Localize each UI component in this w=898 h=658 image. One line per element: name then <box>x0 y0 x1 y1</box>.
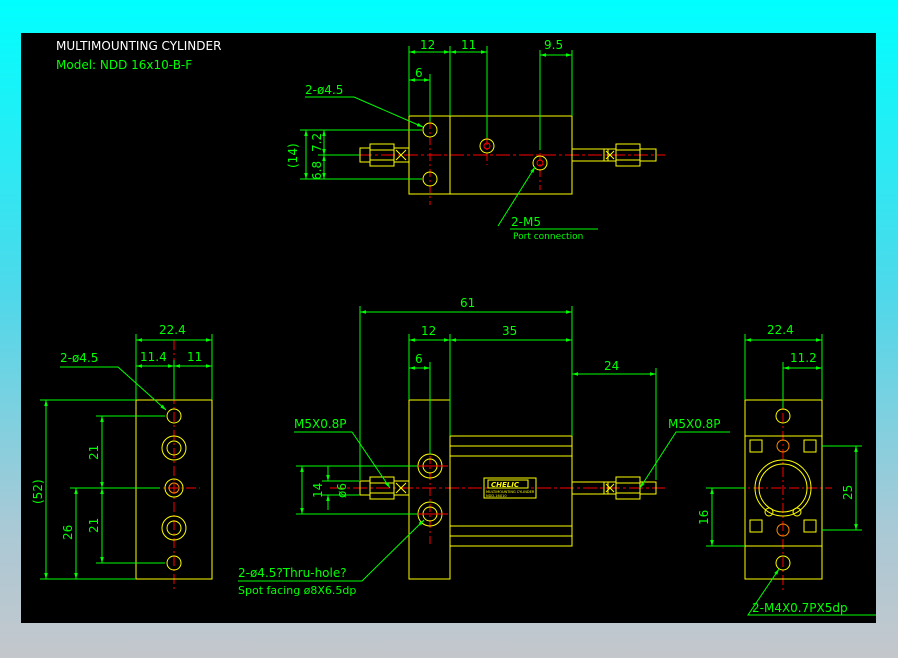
top-hole-note: 2-ø4.5 <box>305 83 343 97</box>
cad-drawing: MULTIMOUNTING CYLINDER Model: NDD 16x10-… <box>31 38 876 616</box>
right-dim-16: 16 <box>697 510 711 525</box>
left-dim-52: (52) <box>31 479 45 504</box>
top-dim-9-5: 9.5 <box>544 38 563 52</box>
front-dim-12: 12 <box>421 324 436 338</box>
front-spot-note: Spot facing ø8X6.5dp <box>238 584 356 597</box>
front-dim-35: 35 <box>502 324 517 338</box>
front-dim-61: 61 <box>460 296 475 310</box>
left-dim-21-lower: 21 <box>87 518 101 533</box>
label-line-1: MULTIMOUNTING CYLINDER <box>486 490 535 494</box>
left-dim-26: 26 <box>61 525 75 540</box>
label-line-2: NDD-16X10 <box>486 494 507 498</box>
front-thread-right: M5X0.8P <box>668 417 721 431</box>
top-view: 12 11 9.5 6 2-ø4.5 (14) 6.8 7.2 2-M5 Por… <box>286 38 665 242</box>
top-dim-6-8: 6.8 <box>310 161 324 180</box>
right-thread-note: 2-M4X0.7PX5dp <box>752 601 848 615</box>
top-port-note: 2-M5 <box>511 215 541 229</box>
left-dim-22-4: 22.4 <box>159 323 186 337</box>
top-dim-12: 12 <box>420 38 435 52</box>
front-dim-14: 14 <box>311 483 325 498</box>
drawing-title: MULTIMOUNTING CYLINDER <box>56 39 221 53</box>
front-dim-24: 24 <box>604 359 619 373</box>
front-dim-6: 6 <box>415 352 423 366</box>
left-hole-note: 2-ø4.5 <box>60 351 98 365</box>
front-view: CHELIC MULTIMOUNTING CYLINDER NDD-16X10 <box>238 296 730 597</box>
right-dim-11-2: 11.2 <box>790 351 817 365</box>
front-dim-d6: ø6 <box>335 483 349 498</box>
left-view: 22.4 11.4 11 2-ø4.5 (52) 26 21 21 <box>31 323 213 590</box>
model-label: Model: NDD 16x10-B-F <box>56 58 192 72</box>
top-dim-14: (14) <box>286 143 300 168</box>
front-hole-note: 2-ø4.5?Thru-hole? <box>238 566 347 580</box>
left-dim-11: 11 <box>187 350 202 364</box>
top-port-desc: Port connection <box>513 232 583 242</box>
drawing-sheet: MULTIMOUNTING CYLINDER Model: NDD 16x10-… <box>21 33 876 623</box>
left-dim-11-4: 11.4 <box>140 350 167 364</box>
right-view: 22.4 11.2 25 16 2-M4X0.7PX5dp <box>697 323 876 616</box>
top-dim-6: 6 <box>415 66 423 80</box>
top-dim-7-2: 7.2 <box>310 133 324 152</box>
front-thread-left: M5X0.8P <box>294 417 347 431</box>
brand-label: CHELIC <box>491 481 520 489</box>
top-dim-11: 11 <box>461 38 476 52</box>
left-dim-21-upper: 21 <box>87 445 101 460</box>
right-dim-25: 25 <box>841 485 855 500</box>
right-dim-22-4: 22.4 <box>767 323 794 337</box>
